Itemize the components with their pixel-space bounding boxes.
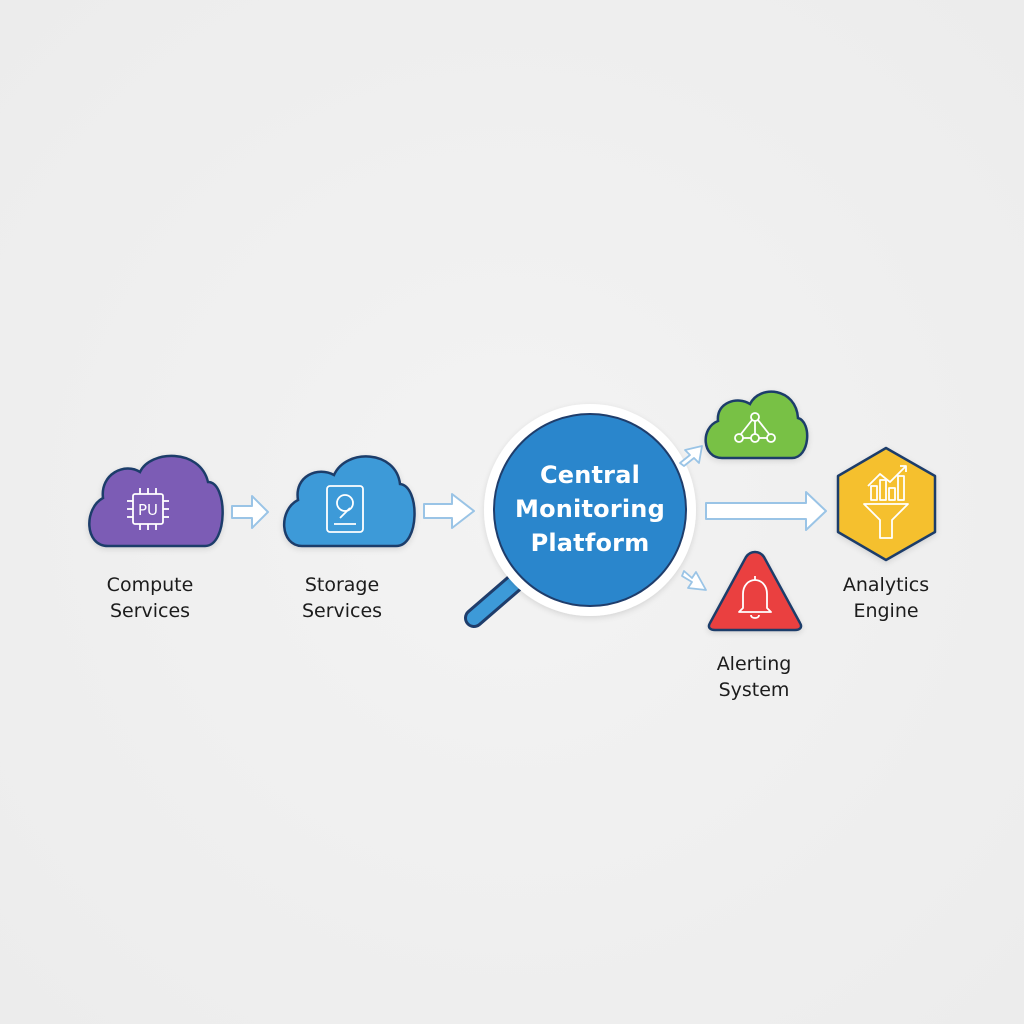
- arrow-central-to-analytics: [705, 491, 827, 531]
- central-platform-disc: [493, 413, 687, 607]
- central-title-line1: Central: [539, 461, 641, 489]
- alert-triangle-shape: [707, 550, 803, 632]
- central-title-line2: Monitoring: [515, 495, 665, 523]
- arrow-compute-to-storage: [231, 495, 269, 529]
- compute-cloud-shape: [88, 454, 224, 548]
- storage-label-line2: Services: [301, 600, 383, 622]
- storage-label-line1: Storage: [304, 574, 380, 596]
- central-platform-title: Central Monitoring Platform: [500, 458, 680, 560]
- cpu-chip-icon: [127, 488, 169, 530]
- network-nodes-icon: [734, 412, 776, 443]
- arrow-storage-to-central: [423, 493, 475, 529]
- alerting-label-line2: System: [718, 679, 790, 701]
- compute-label-line1: Compute: [106, 574, 194, 596]
- magnifier-icon: [464, 404, 696, 628]
- cpu-chip-text: PU: [138, 501, 158, 519]
- alerting-system-label: Alerting System: [694, 651, 814, 703]
- hard-drive-icon: [326, 485, 364, 533]
- chart-funnel-icon: [863, 465, 909, 539]
- bell-icon: [738, 576, 772, 619]
- storage-services-label: Storage Services: [282, 572, 402, 624]
- analytics-engine-label: Analytics Engine: [826, 572, 946, 624]
- arrow-central-to-alerting: [681, 570, 707, 591]
- alerting-label-line1: Alerting: [716, 653, 792, 675]
- network-cloud-node: [704, 390, 809, 460]
- arrow-central-to-network: [679, 445, 703, 467]
- compute-services-label: Compute Services: [90, 572, 210, 624]
- compute-label-line2: Services: [109, 600, 191, 622]
- storage-services-node: [282, 455, 416, 548]
- alerting-system-node: [707, 550, 803, 632]
- analytics-label-line2: Engine: [853, 600, 919, 622]
- storage-cloud-shape: [282, 455, 416, 548]
- analytics-label-line1: Analytics: [842, 574, 930, 596]
- compute-services-node: [88, 454, 224, 548]
- network-cloud-shape: [704, 390, 809, 460]
- central-title-line3: Platform: [530, 529, 650, 557]
